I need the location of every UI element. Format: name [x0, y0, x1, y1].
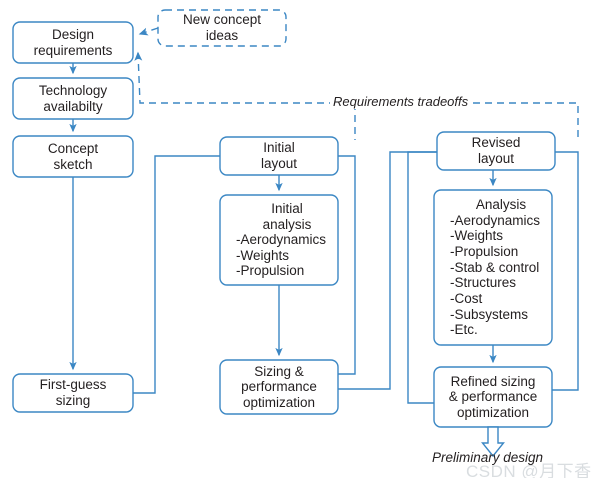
box-sizing-performance-optimization[interactable]: [219, 359, 339, 415]
box-initial-layout[interactable]: [219, 136, 339, 176]
conn-revised-layout-refined-loop: [552, 151, 579, 391]
conn-initial-layout-sizing-loop: [338, 155, 356, 375]
outcome-label-preliminary-design: Preliminary design: [432, 450, 544, 465]
box-initial-analysis[interactable]: [219, 194, 339, 286]
dashed-new-concept-to-requirements: [138, 27, 159, 36]
hollow-arrow-preliminary-design: [481, 426, 505, 458]
box-design-requirements[interactable]: [12, 21, 134, 64]
box-new-concept-ideas[interactable]: [157, 9, 287, 47]
box-technology-availability[interactable]: [12, 77, 134, 120]
box-revised-layout[interactable]: [436, 131, 556, 171]
box-refined-sizing-performance-optimization[interactable]: [433, 366, 553, 428]
box-analysis[interactable]: [433, 189, 553, 346]
conn-sizing-to-revised-layout: [338, 151, 437, 390]
conn-first-guess-to-initial-layout: [133, 155, 220, 394]
box-concept-sketch[interactable]: [12, 135, 134, 178]
box-first-guess-sizing[interactable]: [12, 373, 134, 413]
conn-refined-back-to-revised-layout: [407, 151, 437, 404]
dashed-requirements-tradeoffs-path: [134, 51, 579, 137]
